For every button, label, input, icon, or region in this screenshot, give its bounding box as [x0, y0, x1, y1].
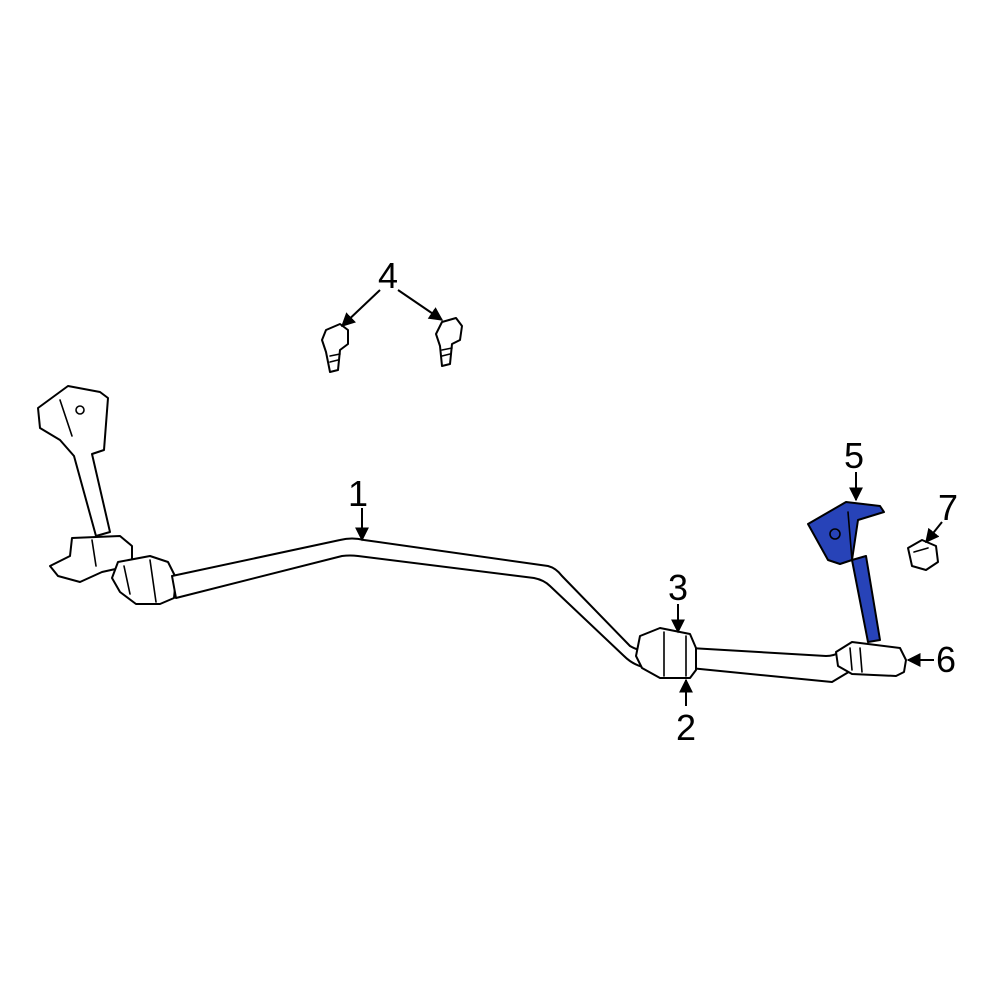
bolt-left [321, 323, 349, 373]
callout-6: 6 [936, 639, 956, 680]
callout-1: 1 [348, 473, 368, 514]
bar-bushing [635, 627, 697, 679]
end-link-highlighted [807, 501, 885, 643]
callout-3: 3 [668, 567, 688, 608]
callout-2: 2 [676, 707, 696, 748]
callout-5: 5 [844, 435, 864, 476]
bolt-right [435, 317, 463, 367]
nut [907, 539, 939, 571]
callout-leaders [340, 289, 943, 706]
stabilizer-bar [37, 385, 853, 683]
callout-7: 7 [938, 487, 958, 528]
end-link-lower [835, 641, 907, 677]
callout-4: 4 [378, 255, 398, 296]
